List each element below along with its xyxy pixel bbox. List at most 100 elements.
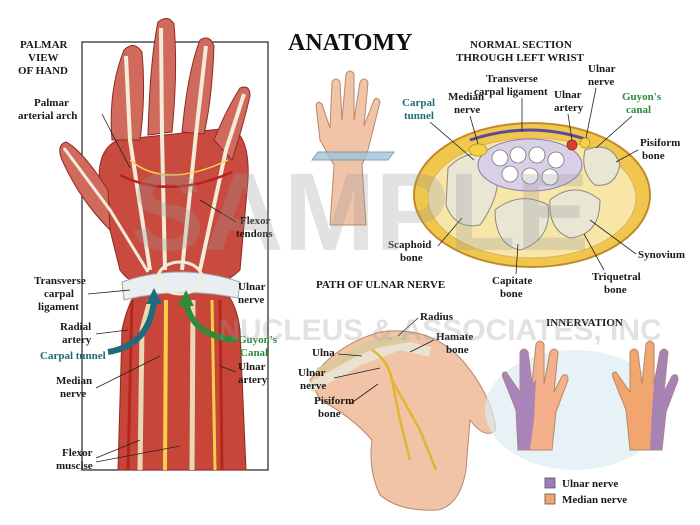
forearm-shape	[117, 281, 247, 471]
section-title-1: NORMAL SECTION	[470, 39, 572, 51]
sec-tcl-label-2: carpal ligament	[474, 86, 548, 98]
ulnar-path-radius	[316, 334, 411, 376]
flexor-muscles-label-2: musclse	[56, 460, 93, 472]
path-radius-label: Radius	[420, 311, 454, 323]
sec-carpal-label-1: Carpal	[402, 97, 435, 109]
thumb	[59, 141, 111, 232]
sec-capitate-label-1: Capitate	[492, 275, 532, 287]
path-ulnar-nerve-label-2: nerve	[300, 380, 326, 392]
path-ulnar-nerve-leader	[333, 367, 381, 379]
guyons-canal-label-1: Guyon's	[238, 334, 278, 346]
guyons-canal-arrowhead	[178, 290, 194, 306]
capitate-bone-shape	[494, 198, 549, 251]
palmar-arch-shape	[119, 170, 233, 189]
sec-ulnar-artery-leader	[567, 113, 573, 141]
sec-guyon-leader	[595, 115, 633, 149]
radial-artery-label-1: Radial	[60, 321, 91, 333]
flexor-tendons-label-1: Flexor	[240, 215, 271, 227]
ulnar-path-hand	[309, 330, 497, 511]
path-radius-leader	[397, 317, 419, 337]
path-hamate-label-1: Hamate	[436, 331, 473, 343]
ligament-cross	[469, 128, 589, 142]
tendon-cross	[528, 146, 546, 164]
sec-median-leader	[469, 115, 479, 145]
sec-synovium-label: Synovium	[638, 249, 685, 261]
section-title-2: THROUGH LEFT WRIST	[456, 52, 585, 64]
sec-carpal-leader	[429, 121, 475, 161]
carpal-tunnel-label: Carpal tunnel	[40, 350, 106, 362]
sec-ulnar-artery-label-2: artery	[554, 102, 584, 114]
sec-triquetral-leader	[583, 233, 605, 271]
flexor-muscles-leader	[95, 439, 141, 459]
sec-pisiform-label-1: Pisiform	[640, 137, 680, 149]
pisiform-bone-shape	[583, 146, 621, 186]
section-locator-hand	[311, 70, 395, 226]
sec-triquetral-label-1: Triquetral	[592, 271, 641, 283]
sec-ulnar-nerve-label-2: nerve	[588, 76, 614, 88]
carpal-tunnel-arrow	[107, 299, 157, 355]
tcl-leader	[87, 289, 131, 295]
legend-median-swatch	[544, 493, 556, 505]
palmar-arch-leader	[101, 113, 131, 169]
ulnar-artery-cross	[566, 139, 578, 151]
ulnar-path-nerve	[371, 348, 438, 471]
watermark-company: NUCLEUS & ASSOCIATES, INC	[218, 314, 661, 347]
forearm-median-nerve	[163, 299, 168, 471]
forearm-ulnar-nerve	[210, 299, 217, 471]
flexor-tendons-label-2: tendons	[236, 228, 273, 240]
path-hamate-leader	[409, 339, 435, 353]
tendon-cross	[547, 151, 565, 169]
ulnar-artery-label-2: artery	[238, 374, 268, 386]
tcl-label-3: ligament	[38, 301, 79, 313]
finger-tendon	[159, 27, 167, 271]
tendon-cross	[541, 168, 559, 186]
tendon-cross	[521, 167, 539, 185]
finger-tendon	[180, 45, 208, 271]
sec-scaphoid-leader	[437, 217, 463, 247]
tcl-label-1: Transverse	[34, 275, 86, 287]
sec-capitate-label-2: bone	[500, 288, 523, 300]
sec-median-label-1: Median	[448, 91, 484, 103]
forearm-radial-artery	[126, 299, 134, 471]
forearm-tendon	[189, 299, 196, 471]
sec-carpal-label-2: tunnel	[404, 110, 434, 122]
sec-guyon-label-1: Guyon's	[622, 91, 662, 103]
ulnar-artery-leader	[219, 365, 237, 373]
section-plane	[311, 151, 395, 161]
median-nerve-leader	[95, 355, 161, 389]
sec-ulnar-artery-label-1: Ulnar	[554, 89, 582, 101]
innervation-title: INNERVATION	[546, 317, 623, 329]
palmar-view-title-2: VIEW	[28, 52, 59, 64]
finger-tendon	[198, 93, 246, 271]
watermark-sample: SAMPLE	[131, 151, 589, 274]
tendon-cross	[501, 165, 519, 183]
palmar-arch-label-1: Palmar	[34, 97, 69, 109]
tendon-cross	[491, 149, 509, 167]
locator-hand-shape	[315, 70, 381, 226]
sec-triquetral-label-2: bone	[604, 284, 627, 296]
ulnar-artery-label-1: Ulnar	[238, 361, 266, 373]
thumb-tendon	[62, 147, 150, 273]
flexor-muscles-leader	[95, 445, 181, 463]
legend-median-label: Median nerve	[562, 494, 627, 506]
carpal-tunnel-ring	[156, 260, 204, 296]
path-pisiform-leader	[349, 383, 379, 405]
sec-scaphoid-label-1: Scaphoid	[388, 239, 431, 251]
sec-ulnar-nerve-leader	[585, 87, 597, 139]
ulnar-nerve-cross	[579, 137, 591, 149]
carpal-tunnel-arrowhead	[146, 288, 162, 304]
sec-pisiform-leader	[615, 149, 639, 163]
innervation-ulnar-zone-left	[502, 349, 536, 450]
guyons-canal-label-2: Canal	[240, 347, 268, 359]
palmar-view-title-1: PALMAR	[20, 39, 69, 51]
sec-tcl-label-1: Transverse	[486, 73, 538, 85]
sec-median-label-2: nerve	[454, 104, 480, 116]
radial-artery-leader	[95, 329, 129, 335]
sec-capitate-leader	[515, 243, 519, 275]
triquetral-bone-shape	[549, 189, 601, 239]
innervation-panel: INNERVATION Ulnar nerve Median nerve	[485, 317, 679, 506]
wrist-section-panel: NORMAL SECTION THROUGH LEFT WRIST Transv…	[388, 39, 685, 300]
forearm-ulnar-artery	[218, 299, 224, 471]
digital-nerves	[129, 159, 229, 176]
